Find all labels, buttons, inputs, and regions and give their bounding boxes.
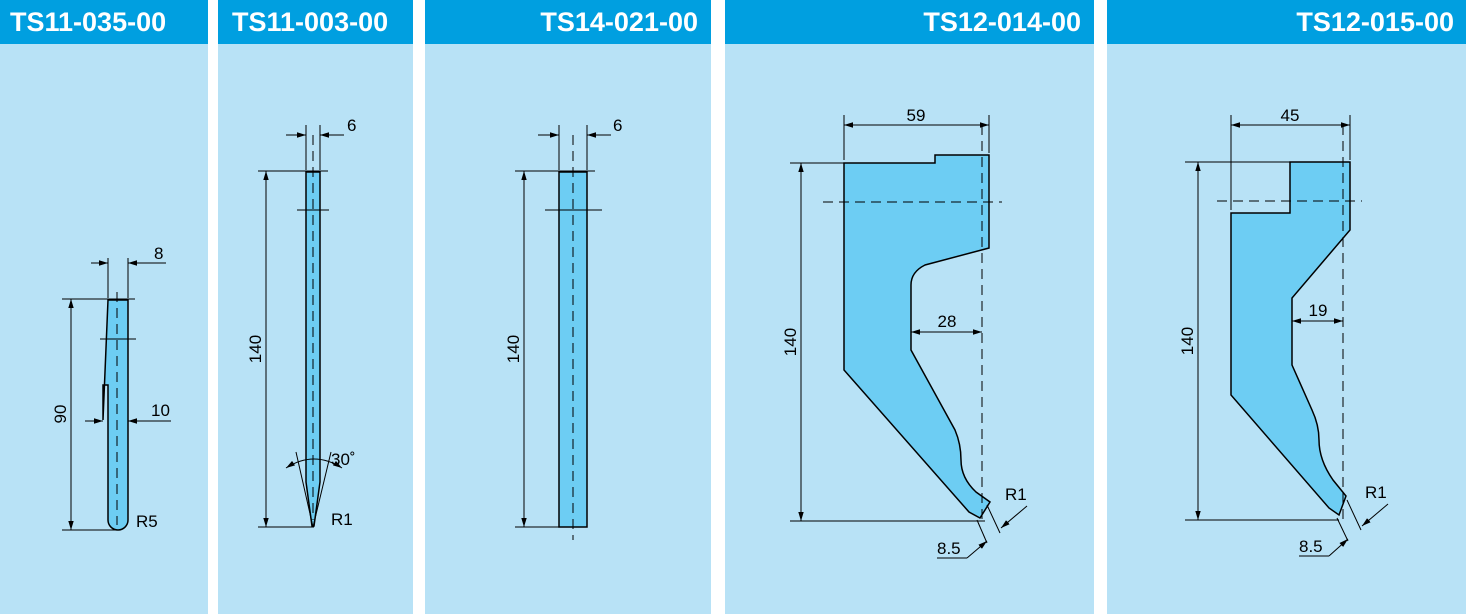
tip-radius-label: R1 bbox=[1365, 483, 1387, 502]
tool-drawing: 90 8 10 R5 bbox=[51, 244, 171, 531]
panel-header: TS11-003-00 bbox=[218, 0, 413, 44]
extension-line bbox=[986, 504, 1001, 534]
lower-width-label: 10 bbox=[151, 401, 170, 420]
width-label: 45 bbox=[1281, 106, 1300, 125]
tool-profile bbox=[102, 299, 129, 531]
height-label: 140 bbox=[781, 328, 800, 356]
tool-panel-ts12-014: TS12-014-00 59 140 28 R1 8.5 bbox=[725, 0, 1094, 614]
width-label: 59 bbox=[907, 106, 926, 125]
panel-header: TS14-021-00 bbox=[425, 0, 711, 44]
part-code: TS11-003-00 bbox=[232, 7, 389, 37]
extension-line bbox=[976, 519, 988, 544]
tool-drawing: 59 140 28 R1 8.5 bbox=[781, 106, 1028, 559]
tool-panel-ts14-021: TS14-021-00 6 140 bbox=[425, 0, 711, 614]
tool-panel-ts11-003: TS11-003-00 6 140 30˚ R1 bbox=[218, 0, 413, 614]
angle-leg bbox=[295, 451, 314, 528]
tool-panel-ts11-035: TS11-035-00 90 8 10 R5 bbox=[0, 0, 208, 614]
part-code: TS11-035-00 bbox=[10, 7, 167, 37]
height-label: 140 bbox=[504, 335, 523, 363]
height-label: 140 bbox=[1178, 327, 1197, 355]
depth-label: 19 bbox=[1309, 301, 1328, 320]
dimension-arrow bbox=[1328, 538, 1349, 557]
panel-header: TS12-014-00 bbox=[725, 0, 1094, 44]
tool-profile bbox=[1230, 161, 1351, 517]
width-label: 6 bbox=[613, 116, 622, 135]
dimension-arrow bbox=[1361, 503, 1389, 527]
height-label: 90 bbox=[51, 405, 70, 424]
panel-header: TS12-015-00 bbox=[1107, 0, 1466, 44]
tip-radius-label: R1 bbox=[1005, 485, 1027, 504]
extension-line bbox=[1336, 517, 1349, 542]
part-code: TS12-014-00 bbox=[923, 7, 1081, 37]
dimension-arrow bbox=[966, 540, 988, 559]
tool-drawing: 45 140 19 R1 8.5 bbox=[1178, 106, 1389, 557]
tip-radius-label: R5 bbox=[136, 512, 158, 531]
height-label: 140 bbox=[246, 335, 265, 363]
depth-label: 28 bbox=[938, 312, 957, 331]
tip-radius-label: R1 bbox=[331, 510, 353, 529]
part-code: TS12-015-00 bbox=[1296, 7, 1454, 37]
dimension-arrow bbox=[1000, 505, 1028, 529]
width-label: 8 bbox=[154, 244, 163, 263]
angle-label: 30˚ bbox=[331, 450, 356, 469]
tip-offset-label: 8.5 bbox=[937, 539, 961, 558]
tool-profile bbox=[843, 154, 992, 519]
part-code: TS14-021-00 bbox=[540, 7, 698, 37]
panel-header: TS11-035-00 bbox=[0, 0, 208, 44]
tip-offset-label: 8.5 bbox=[1299, 537, 1323, 556]
angle-arc bbox=[285, 458, 343, 469]
tool-drawing: 6 140 bbox=[504, 116, 622, 540]
extension-line bbox=[1346, 499, 1362, 531]
tool-panel-ts12-015: TS12-015-00 45 140 19 R1 8.5 bbox=[1107, 0, 1466, 614]
tool-drawing: 6 140 30˚ R1 bbox=[246, 116, 356, 529]
angle-leg bbox=[312, 451, 332, 528]
width-label: 6 bbox=[347, 116, 356, 135]
